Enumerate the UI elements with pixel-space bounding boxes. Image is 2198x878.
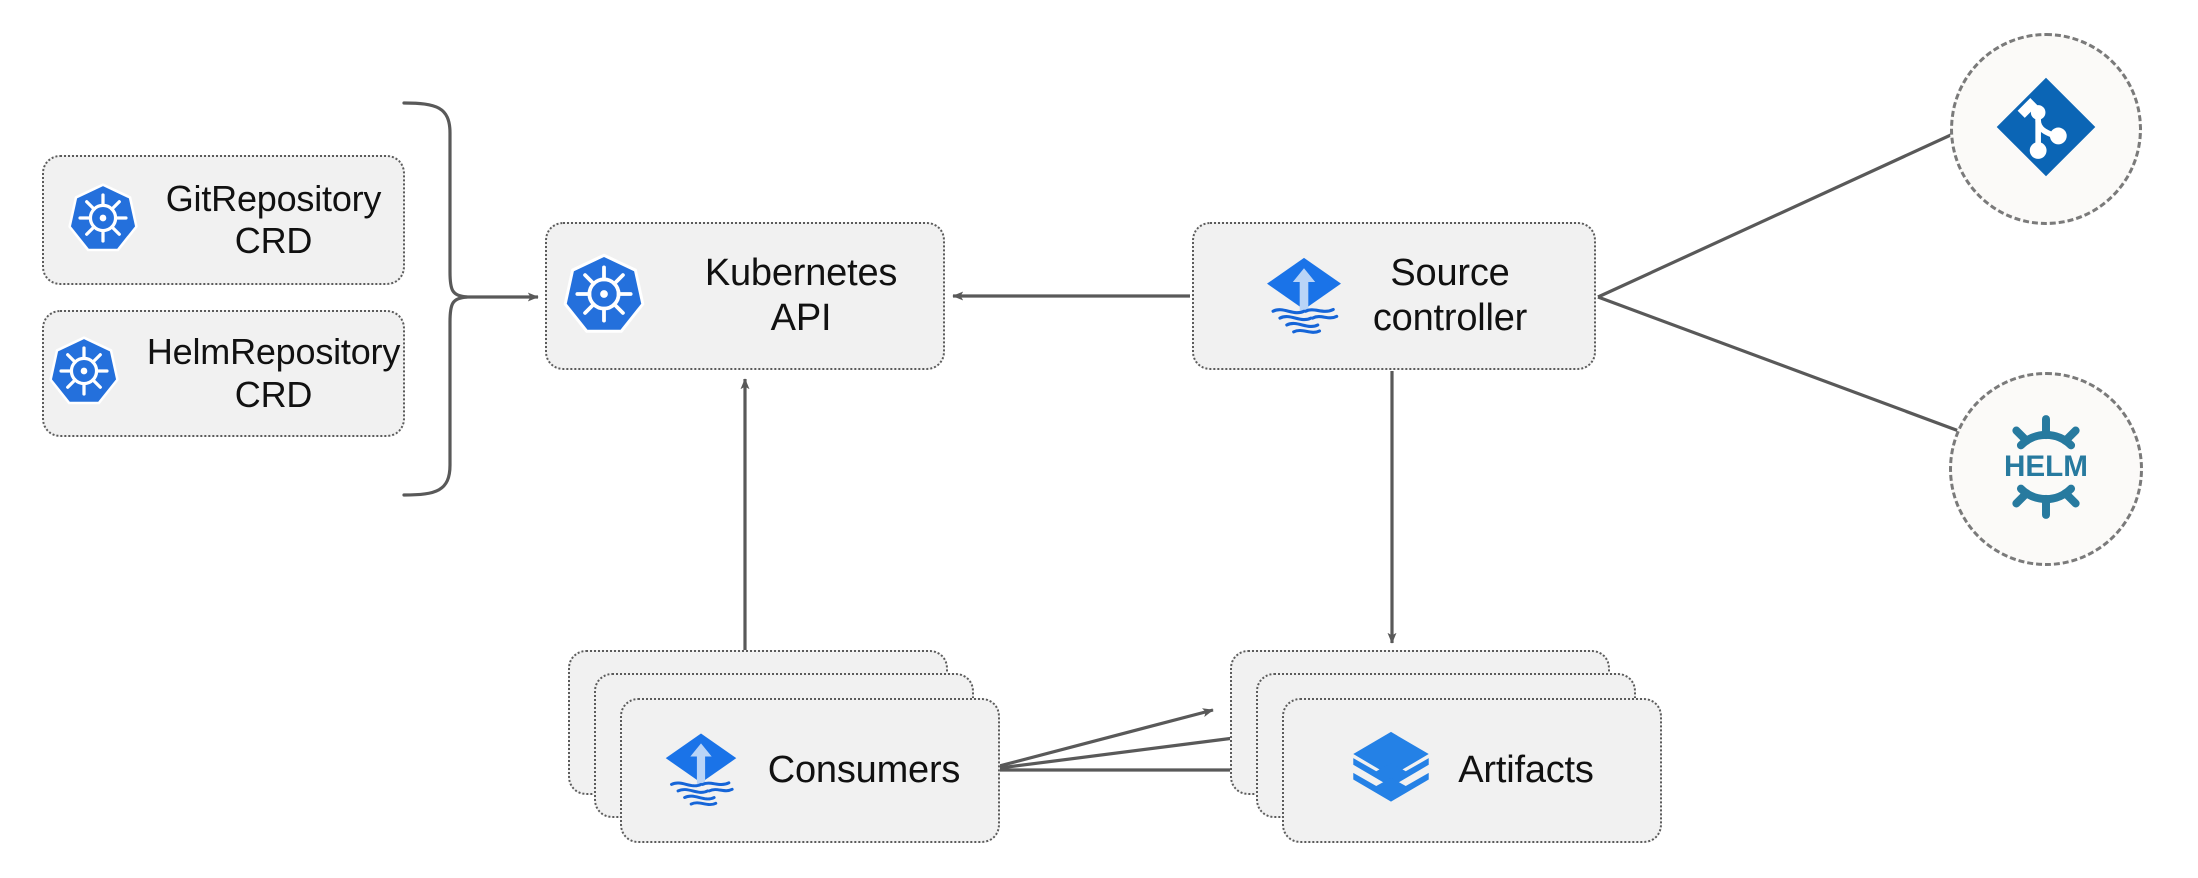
edge-source-to-helm (1597, 295, 1968, 436)
node-label: HelmRepository CRD (146, 331, 401, 415)
layers-icon (1350, 727, 1432, 814)
node-helm-repository[interactable]: HELM (1949, 372, 2143, 566)
node-kubernetes-api[interactable]: Kubernetes API (545, 222, 945, 370)
flux-icon (660, 727, 742, 814)
edge-consumers-to-artifact-2 (983, 733, 1243, 772)
node-label: Artifacts (1458, 749, 1594, 792)
node-helmrepository-crd[interactable]: HelmRepository CRD (42, 310, 405, 437)
helm-wordmark: HELM (2004, 450, 2088, 483)
crd-bracket (402, 101, 539, 497)
edge-consumers-to-artifact-1 (983, 708, 1214, 772)
kubernetes-icon (561, 251, 647, 342)
flux-icon (1261, 251, 1347, 342)
helm-icon: HELM (1989, 410, 2103, 529)
kubernetes-icon (47, 334, 121, 413)
node-label: Consumers (767, 749, 961, 792)
node-git-repository[interactable] (1950, 33, 2142, 225)
node-label: Source controller (1372, 252, 1528, 339)
node-source-controller[interactable]: Source controller (1192, 222, 1596, 370)
node-gitrepository-crd[interactable]: GitRepository CRD (42, 155, 405, 285)
kubernetes-icon (66, 181, 140, 260)
node-label: GitRepository CRD (165, 177, 382, 261)
edge-source-to-git (1597, 126, 1967, 299)
git-icon (1990, 71, 2102, 188)
node-artifacts[interactable]: Artifacts (1282, 698, 1662, 843)
node-consumers[interactable]: Consumers (620, 698, 1000, 843)
node-label: Kubernetes API (704, 252, 898, 339)
